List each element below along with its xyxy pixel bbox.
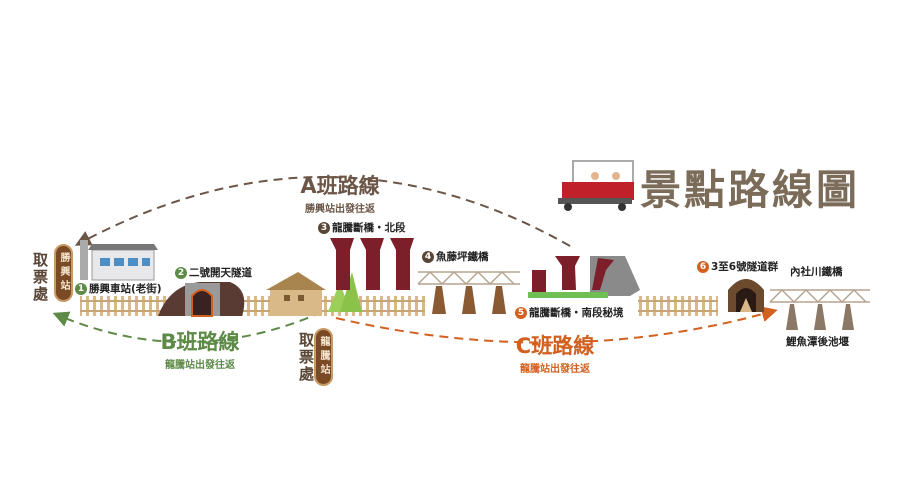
stop-name: 龍騰斷橋・南段秘境 (529, 307, 624, 319)
route-c-arc (335, 306, 778, 344)
route-b-arc (52, 311, 323, 344)
route-c-label[interactable]: C班路線 龍騰站出發往返 (500, 330, 610, 375)
longteng-bridge-south (528, 256, 640, 298)
shengxing-station-building (80, 240, 158, 281)
trees (328, 272, 362, 312)
station-pill-longteng[interactable]: 龍騰站 (314, 328, 333, 386)
neishechuan-bridge (769, 288, 870, 330)
stop-number: 6 (697, 260, 709, 273)
ticket-point-label: 取票處 (297, 332, 315, 383)
stop-name: 3至6號隧道群 (711, 261, 779, 273)
longteng-station-building (266, 272, 326, 316)
stop-number: 5 (515, 306, 527, 319)
longteng-bridge-north (330, 238, 414, 290)
route-c-name: C班路線 (515, 334, 595, 358)
stop-number: 4 (422, 250, 434, 263)
stop-number: 2 (175, 266, 187, 279)
neishechuan-bridge-label: 內社川鐵橋 (790, 266, 843, 278)
weir-label: 鯉魚潭後池堰 (786, 336, 849, 348)
route-c-sub: 龍騰站出發往返 (520, 364, 590, 375)
route-b-sub: 龍騰站出發往返 (165, 360, 235, 371)
stop-number: 1 (75, 282, 87, 295)
route-a-sub: 勝興站出發往返 (305, 204, 375, 215)
stop-name: 勝興車站(老街) (89, 283, 162, 295)
route-b-name: B班路線 (160, 330, 240, 354)
stop-number: 3 (318, 221, 330, 234)
ticket-point-label: 取票處 (31, 252, 49, 303)
route-b-label[interactable]: B班路線 龍騰站出發往返 (145, 326, 255, 371)
stop-name: 二號開天隧道 (189, 267, 252, 279)
route-a-label[interactable]: A班路線 勝興站出發往返 (285, 170, 395, 215)
route-a-name: A班路線 (300, 174, 380, 198)
station-pill-shengxing[interactable]: 勝興站 (54, 244, 73, 302)
stop-name: 龍騰斷橋・北段 (332, 222, 406, 234)
tunnel-2 (158, 282, 245, 317)
page-title: 景點路線圖 (640, 166, 860, 214)
yutengping-bridge (417, 270, 520, 314)
route-a-arc (74, 176, 571, 247)
tunnel-group-6 (728, 279, 764, 312)
stop-name: 魚藤坪鐵橋 (436, 251, 489, 263)
rail-bike-illustration (558, 160, 634, 211)
